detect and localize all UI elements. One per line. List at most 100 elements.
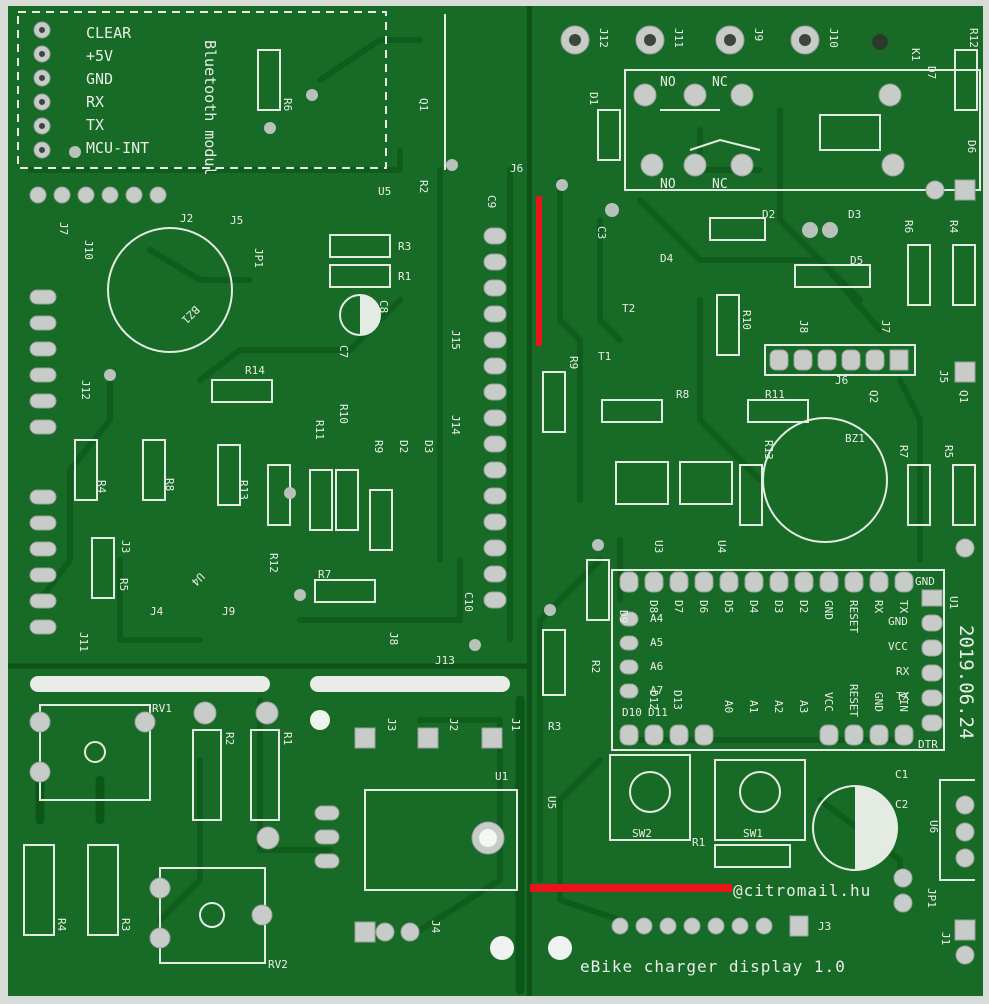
mount-pads-top	[560, 25, 888, 55]
ref-r4-right: R4	[947, 220, 960, 234]
bt-pin-clear: CLEAR	[86, 24, 132, 42]
ref-c9: C9	[485, 195, 498, 208]
arduino-pin-d12: D12	[647, 690, 660, 710]
ref-r8-left: R8	[163, 478, 176, 491]
ref-r13-left: R13	[237, 480, 250, 500]
ref-d2-left: D2	[397, 440, 410, 453]
ref-r1-bottom-left: R1	[281, 732, 294, 745]
resistor-bodies	[23, 49, 978, 936]
arduino-pin-reset-bottom: RESET	[847, 684, 860, 717]
ref-d4: D4	[660, 252, 674, 265]
header-j8-right	[769, 349, 909, 371]
ref-r7-right: R7	[897, 445, 910, 458]
ref-t2: T2	[622, 302, 635, 315]
arduino-pin-d2: D2	[797, 600, 810, 613]
ref-j14: J14	[449, 415, 462, 435]
relay-no-bottom: NO	[660, 177, 676, 192]
ref-q1-right: Q1	[957, 390, 970, 403]
silkscreen-outlines	[17, 11, 981, 964]
ref-j6-left: J6	[510, 162, 523, 175]
relay-no-top: NO	[660, 75, 676, 90]
red-marker-vertical	[536, 196, 542, 346]
ref-sw2: SW2	[632, 827, 652, 840]
small-headers-lower	[354, 727, 503, 943]
arduino-pin-d11: D11	[648, 706, 668, 719]
ref-j9-left: J9	[222, 605, 235, 618]
ref-r3-top: R3	[398, 240, 411, 253]
right-edge-pads	[893, 179, 976, 965]
mouse-bite-slot-left	[30, 676, 270, 692]
ref-c1: C1	[895, 768, 908, 781]
ref-r11-right: R11	[765, 388, 785, 401]
ref-rv1: RV1	[152, 702, 172, 715]
ref-c7: C7	[337, 345, 350, 358]
header-j6	[483, 227, 507, 609]
vias	[69, 89, 838, 651]
ref-bz1-right: BZ1	[845, 432, 865, 445]
arduino-pin-vin: VIN	[897, 692, 910, 712]
ref-r12-right: R12	[967, 28, 980, 48]
arduino-pin-d3: D3	[772, 600, 785, 613]
relay-pads	[633, 83, 905, 177]
bt-pin-rx: RX	[86, 93, 104, 111]
ref-j7-right: J7	[879, 320, 892, 333]
copper-traces	[27, 37, 923, 995]
header-j7	[33, 21, 51, 159]
bt-pin-5v: +5V	[86, 47, 113, 65]
ref-r7: R7	[318, 568, 331, 581]
arduino-pin-d7: D7	[672, 600, 685, 613]
ref-j6-right: J6	[835, 374, 848, 387]
ref-j9-top: J9	[752, 28, 765, 41]
arduino-pin-gnd-bottom: GND	[872, 692, 885, 712]
bt-pin-mcu-int: MCU-INT	[86, 139, 149, 157]
ref-j8-right: J8	[797, 320, 810, 333]
ref-r2-top: R2	[417, 180, 430, 193]
ref-r1-bottom: R1	[692, 836, 705, 849]
arduino-pin-right-tx: TX	[896, 690, 910, 703]
rv-pads	[29, 701, 280, 949]
ref-d3-right: D3	[848, 208, 861, 221]
ref-u1-right: U1	[947, 596, 960, 609]
arduino-pin-d4: D4	[747, 600, 760, 614]
ref-r11-left: R11	[313, 420, 326, 440]
arduino-pin-d13: D13	[671, 690, 684, 710]
arduino-pin-tx: TX	[897, 600, 910, 614]
header-j3-bottom	[611, 915, 809, 937]
ref-j8-left: J8	[387, 632, 400, 645]
arduino-pin-a0: A0	[722, 700, 735, 713]
ref-r5-right: R5	[942, 445, 955, 458]
ref-j12-top: J12	[597, 28, 610, 48]
bluetooth-module-label: Bluetooth modul	[201, 40, 219, 175]
ref-c10: C10	[462, 592, 475, 612]
relay-nc-top: NC	[712, 75, 728, 90]
ref-r9-right: R9	[567, 356, 580, 369]
ref-r2-right: R2	[589, 660, 602, 673]
ref-r8-right: R8	[676, 388, 689, 401]
ref-j10-top: J10	[827, 28, 840, 48]
bt-pin-tx: TX	[86, 116, 104, 134]
arduino-pin-right-gnd2: GND	[888, 615, 908, 628]
ref-j15: J15	[449, 330, 462, 350]
ref-j4-bottom: J4	[429, 920, 442, 934]
ref-jp1-left: JP1	[252, 248, 265, 268]
arduino-pin-d8: D8	[647, 600, 660, 613]
ref-k1: K1	[909, 48, 922, 61]
arduino-pin-d5: D5	[722, 600, 735, 613]
ref-j7-left: J7	[57, 222, 70, 235]
ref-j1-bottom-left: J1	[509, 718, 522, 731]
ref-j3-bottom: J3	[818, 920, 831, 933]
header-j2	[29, 186, 167, 204]
ref-u1-bottom: U1	[495, 770, 508, 783]
ref-u5-top: U5	[378, 185, 391, 198]
ref-j13: J13	[435, 654, 455, 667]
arduino-pin-vcc: VCC	[822, 692, 835, 712]
ref-r4-bottom: R4	[55, 918, 68, 932]
ref-c3: C3	[595, 226, 608, 239]
ref-u6: U6	[927, 820, 940, 833]
board-title: eBike charger display 1.0	[580, 957, 846, 976]
arduino-pin-gnd: GND	[822, 600, 835, 620]
ref-j2: J2	[180, 212, 193, 225]
ref-r6-right: R6	[902, 220, 915, 233]
arduino-pin-a2: A2	[772, 700, 785, 713]
ref-j4-left: J4	[150, 605, 164, 618]
